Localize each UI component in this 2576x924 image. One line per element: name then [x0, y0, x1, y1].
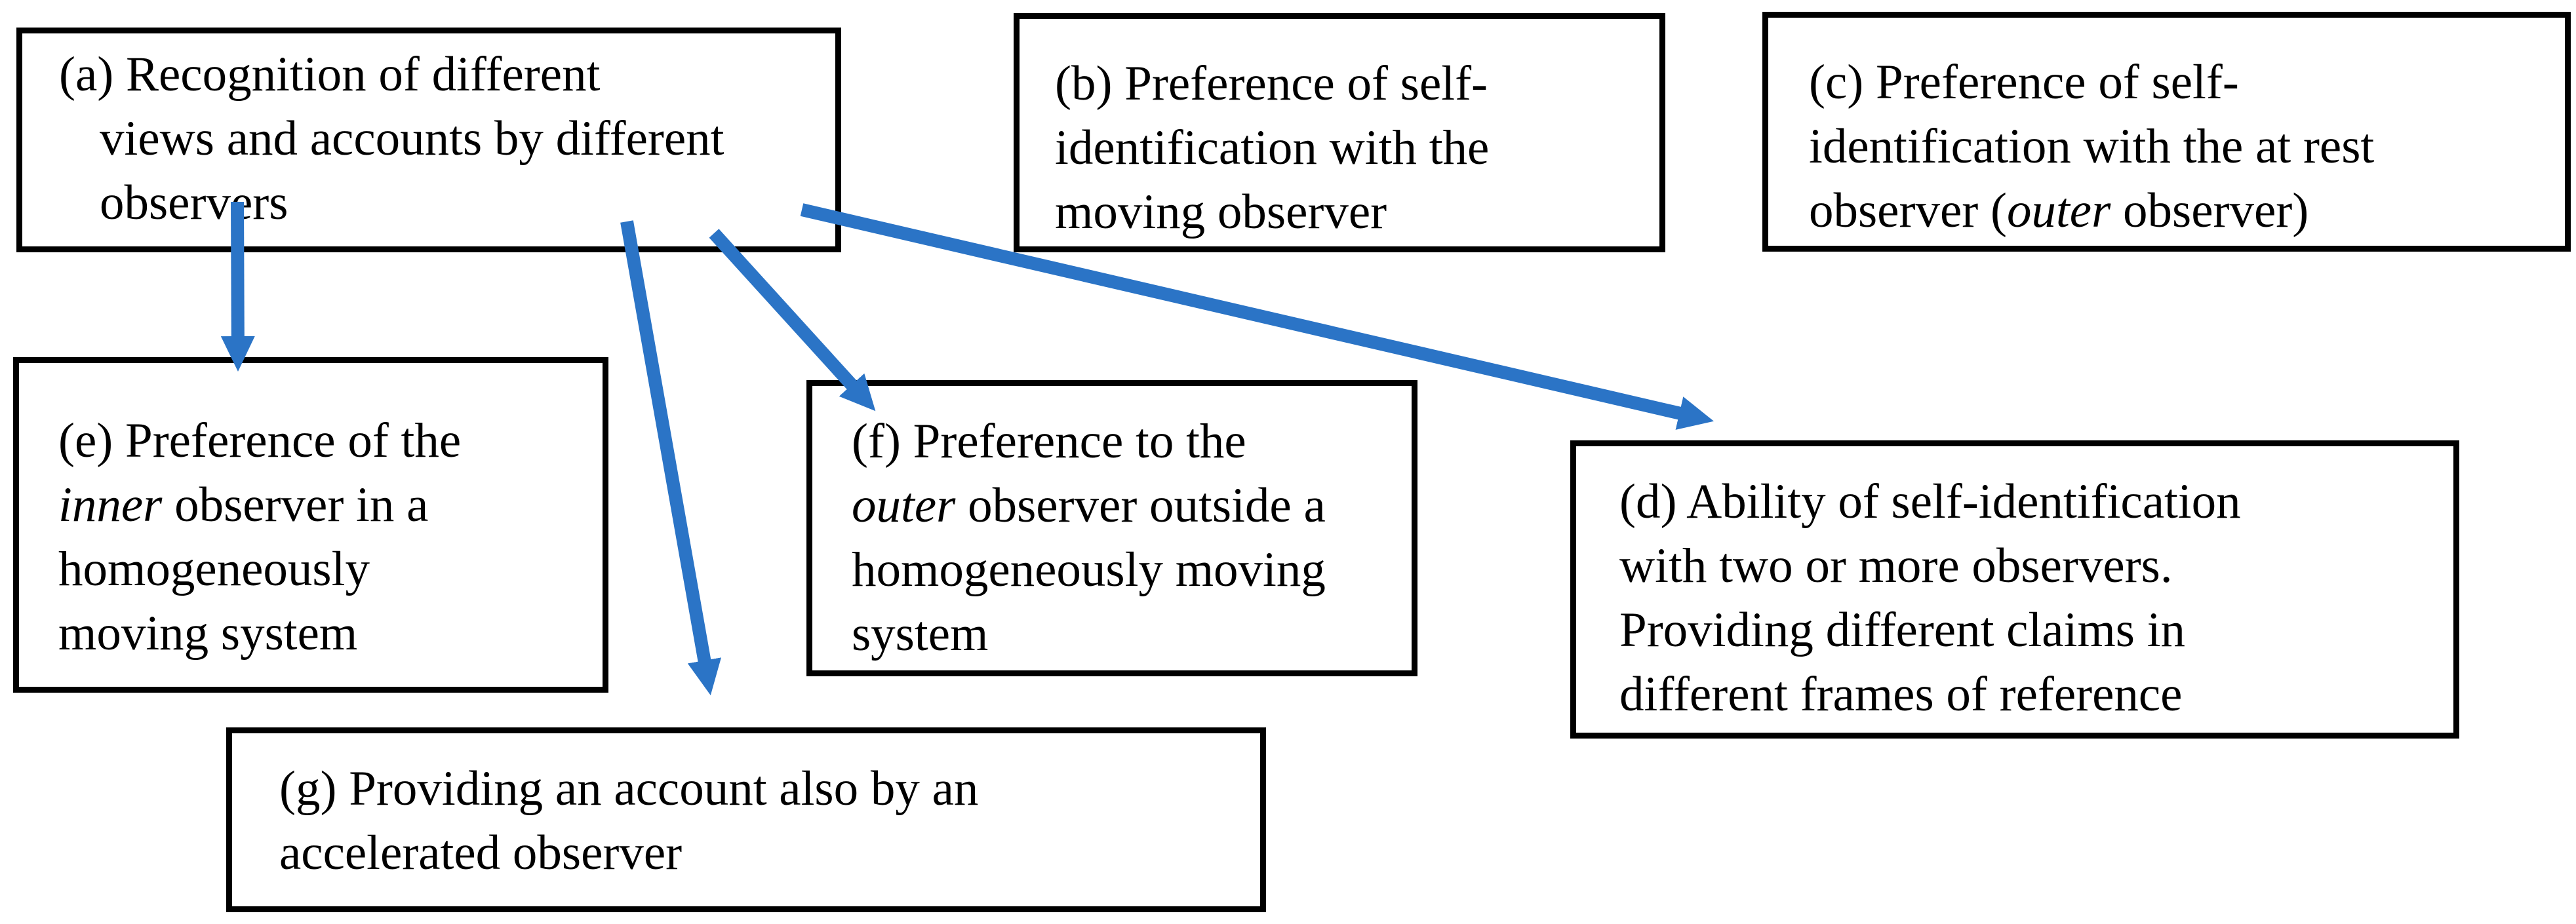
- box-g: (g) Providing an account also by an acce…: [226, 727, 1266, 912]
- box-a-line3: observers: [100, 176, 288, 230]
- box-d-line3: Providing different claims in: [1619, 603, 2186, 657]
- box-a-line1: (a) Recognition of different: [59, 47, 601, 102]
- box-b-line2: identification with the: [1055, 121, 1490, 175]
- box-e: (e) Preference of the inner observer in …: [13, 357, 608, 693]
- box-e-line3: homogeneously: [58, 542, 370, 596]
- box-g-line2: accelerated observer: [279, 826, 683, 880]
- box-e-line4: moving system: [58, 606, 358, 661]
- box-c-line3-pre: observer (: [1809, 183, 2007, 238]
- box-e-line2-italic: inner: [58, 478, 163, 532]
- box-b: (b) Preference of self- identification w…: [1014, 13, 1665, 252]
- box-c-line1: (c) Preference of self-: [1809, 55, 2239, 109]
- box-f-line2-post: observer outside a: [955, 478, 1326, 533]
- box-b-line3: moving observer: [1055, 185, 1387, 239]
- box-d-line1: (d) Ability of self-identification: [1619, 474, 2241, 529]
- box-d-line4: different frames of reference: [1619, 667, 2183, 722]
- box-d-line2: with two or more observers.: [1619, 539, 2173, 593]
- box-f-line4: system: [852, 607, 989, 661]
- box-d: (d) Ability of self-identification with …: [1570, 440, 2459, 739]
- box-b-line1: (b) Preference of self-: [1055, 56, 1488, 111]
- arrow-a-to-f: [709, 229, 876, 412]
- box-c: (c) Preference of self- identification w…: [1762, 12, 2571, 252]
- box-e-line2: inner observer in a: [58, 473, 596, 537]
- box-c-line3-italic: outer: [2006, 183, 2111, 238]
- box-a: (a) Recognition of different views and a…: [16, 28, 841, 252]
- box-f-line3: homogeneously moving: [852, 543, 1326, 597]
- box-f-line1: (f) Preference to the: [852, 414, 1246, 469]
- box-f-line2-italic: outer: [852, 478, 956, 533]
- box-c-line3: observer (outer observer): [1809, 179, 2558, 243]
- box-e-line1: (e) Preference of the: [58, 414, 462, 468]
- box-g-line1: (g) Providing an account also by an: [279, 761, 979, 816]
- arrow-a-to-g: [620, 220, 722, 696]
- box-f-line2: outer observer outside a: [852, 474, 1405, 538]
- box-e-line2-post: observer in a: [162, 478, 429, 532]
- box-c-line3-post: observer): [2110, 183, 2309, 238]
- box-a-line2: views and accounts by different: [100, 111, 724, 166]
- box-c-line2: identification with the at rest: [1809, 119, 2375, 174]
- box-f: (f) Preference to the outer observer out…: [806, 380, 1417, 676]
